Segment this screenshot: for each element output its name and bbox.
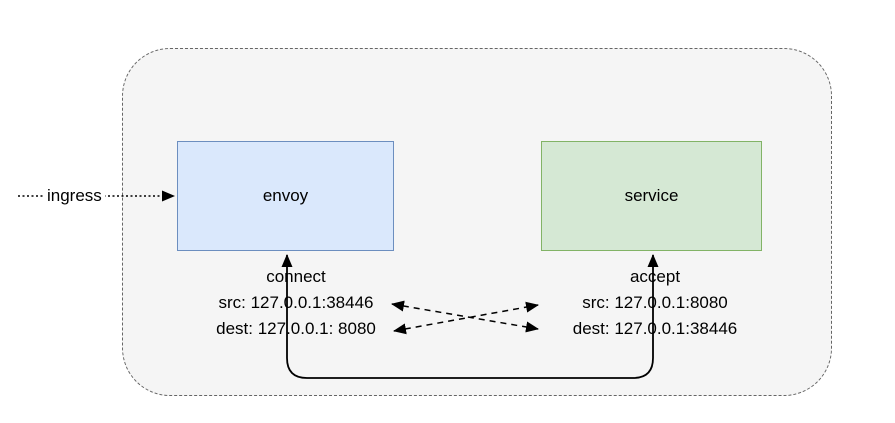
accept-dest-address: dest: 127.0.0.1:38446 (572, 319, 738, 338)
service-label: service (624, 186, 679, 205)
connect-annotation: connect src: 127.0.0.1:38446 dest: 127.0… (180, 264, 412, 342)
ingress-label: ingress (44, 185, 105, 206)
service-node: service (541, 141, 762, 251)
envoy-node: envoy (177, 141, 394, 251)
envoy-label: envoy (262, 186, 309, 205)
accept-annotation: accept src: 127.0.0.1:8080 dest: 127.0.0… (539, 264, 771, 342)
accept-title: accept (629, 267, 681, 286)
connect-dest-address: dest: 127.0.0.1: 8080 (216, 319, 376, 338)
accept-src-address: src: 127.0.0.1:8080 (582, 293, 728, 312)
connect-src-address: src: 127.0.0.1:38446 (218, 293, 374, 312)
connect-title: connect (266, 267, 326, 286)
